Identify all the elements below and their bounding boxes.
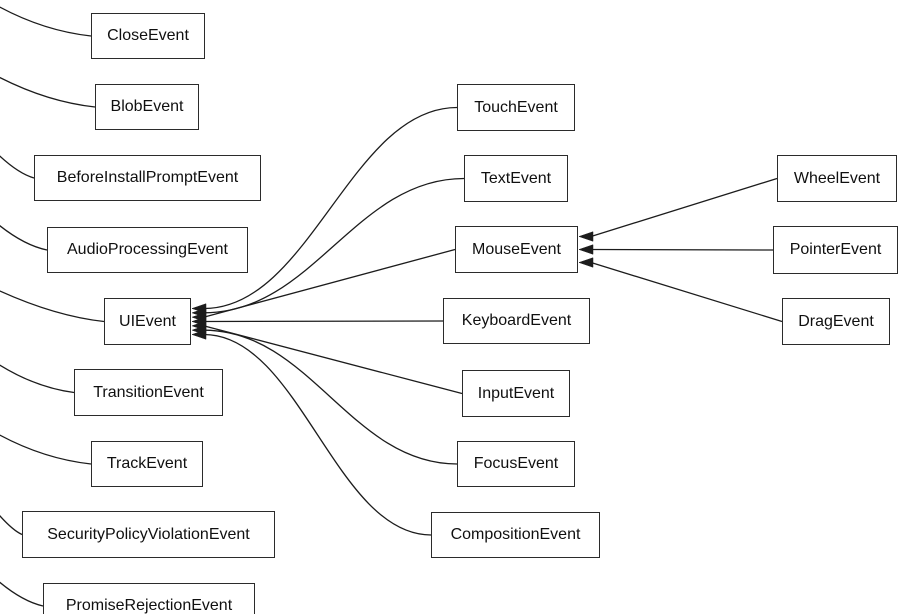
edge-PromiseRejectionEvent-to-offscreen-parent — [0, 581, 44, 607]
node-beforeinstallpromptevent: BeforeInstallPromptEvent — [34, 155, 261, 201]
node-compositionevent: CompositionEvent — [431, 512, 600, 558]
edge-CompositionEvent-to-UIEvent — [203, 333, 432, 536]
node-label: TrackEvent — [106, 455, 188, 472]
node-label: PromiseRejectionEvent — [65, 597, 233, 614]
node-transitionevent: TransitionEvent — [74, 369, 223, 416]
edge-UIEvent-to-offscreen-parent — [0, 290, 105, 323]
edge-MouseEvent-to-UIEvent — [203, 248, 456, 318]
node-label: InputEvent — [477, 384, 555, 402]
node-label: FocusEvent — [473, 455, 559, 472]
node-dragevent: DragEvent — [782, 298, 890, 345]
node-label: TouchEvent — [474, 98, 558, 116]
arrowhead-WheelEvent-to-MouseEvent — [578, 231, 594, 242]
node-inputevent: InputEvent — [462, 370, 570, 417]
node-label: UIEvent — [119, 312, 176, 330]
node-promiserejectionevent: PromiseRejectionEvent — [43, 583, 255, 614]
arrowhead-DragEvent-to-MouseEvent — [578, 257, 594, 268]
edge-BeforeInstallPromptEvent-to-offscreen-parent — [0, 155, 35, 179]
node-label: CloseEvent — [107, 27, 189, 44]
node-label: BeforeInstallPromptEvent — [56, 169, 239, 186]
node-label: DragEvent — [798, 312, 874, 330]
node-wheelevent: WheelEvent — [777, 155, 897, 202]
node-trackevent: TrackEvent — [91, 441, 203, 487]
node-label: PointerEvent — [789, 241, 882, 258]
node-audioprocessingevent: AudioProcessingEvent — [47, 227, 248, 273]
node-keyboardevent: KeyboardEvent — [443, 298, 590, 344]
edge-FocusEvent-to-UIEvent — [203, 329, 458, 465]
node-label: TextEvent — [480, 169, 552, 187]
node-touchevent: TouchEvent — [457, 84, 575, 131]
node-securitypolicyviolationevent: SecurityPolicyViolationEvent — [22, 511, 275, 558]
node-label: TransitionEvent — [93, 383, 204, 401]
edge-PointerEvent-to-MouseEvent — [590, 248, 774, 251]
edge-SecurityPolicyViolationEvent-to-offscreen-parent — [0, 514, 23, 536]
edge-KeyboardEvent-to-UIEvent — [203, 320, 444, 323]
node-label: AudioProcessingEvent — [67, 241, 228, 258]
node-pointerevent: PointerEvent — [773, 226, 898, 274]
edge-AudioProcessingEvent-to-offscreen-parent — [0, 225, 48, 251]
edge-CloseEvent-to-offscreen-parent — [0, 6, 92, 37]
edge-TouchEvent-to-UIEvent — [203, 106, 458, 310]
node-label: MouseEvent — [472, 240, 561, 258]
node-label: KeyboardEvent — [461, 312, 572, 329]
node-closeevent: CloseEvent — [91, 13, 205, 59]
edge-BlobEvent-to-offscreen-parent — [0, 76, 96, 108]
node-label: WheelEvent — [793, 169, 881, 187]
edge-TransitionEvent-to-offscreen-parent — [0, 364, 75, 394]
node-label: BlobEvent — [110, 98, 184, 115]
node-mouseevent: MouseEvent — [455, 226, 578, 273]
node-label: CompositionEvent — [450, 526, 581, 543]
edge-WheelEvent-to-MouseEvent — [590, 177, 778, 238]
arrowhead-PointerEvent-to-MouseEvent — [578, 244, 594, 255]
node-textevent: TextEvent — [464, 155, 568, 202]
node-blobevent: BlobEvent — [95, 84, 199, 130]
arrowhead-CompositionEvent-to-UIEvent — [191, 329, 207, 340]
node-label: SecurityPolicyViolationEvent — [47, 525, 250, 543]
node-focusevent: FocusEvent — [457, 441, 575, 487]
edge-DragEvent-to-MouseEvent — [590, 261, 783, 323]
edge-TrackEvent-to-offscreen-parent — [0, 434, 92, 465]
node-uievent: UIEvent — [104, 298, 191, 345]
edge-InputEvent-to-UIEvent — [203, 325, 463, 395]
